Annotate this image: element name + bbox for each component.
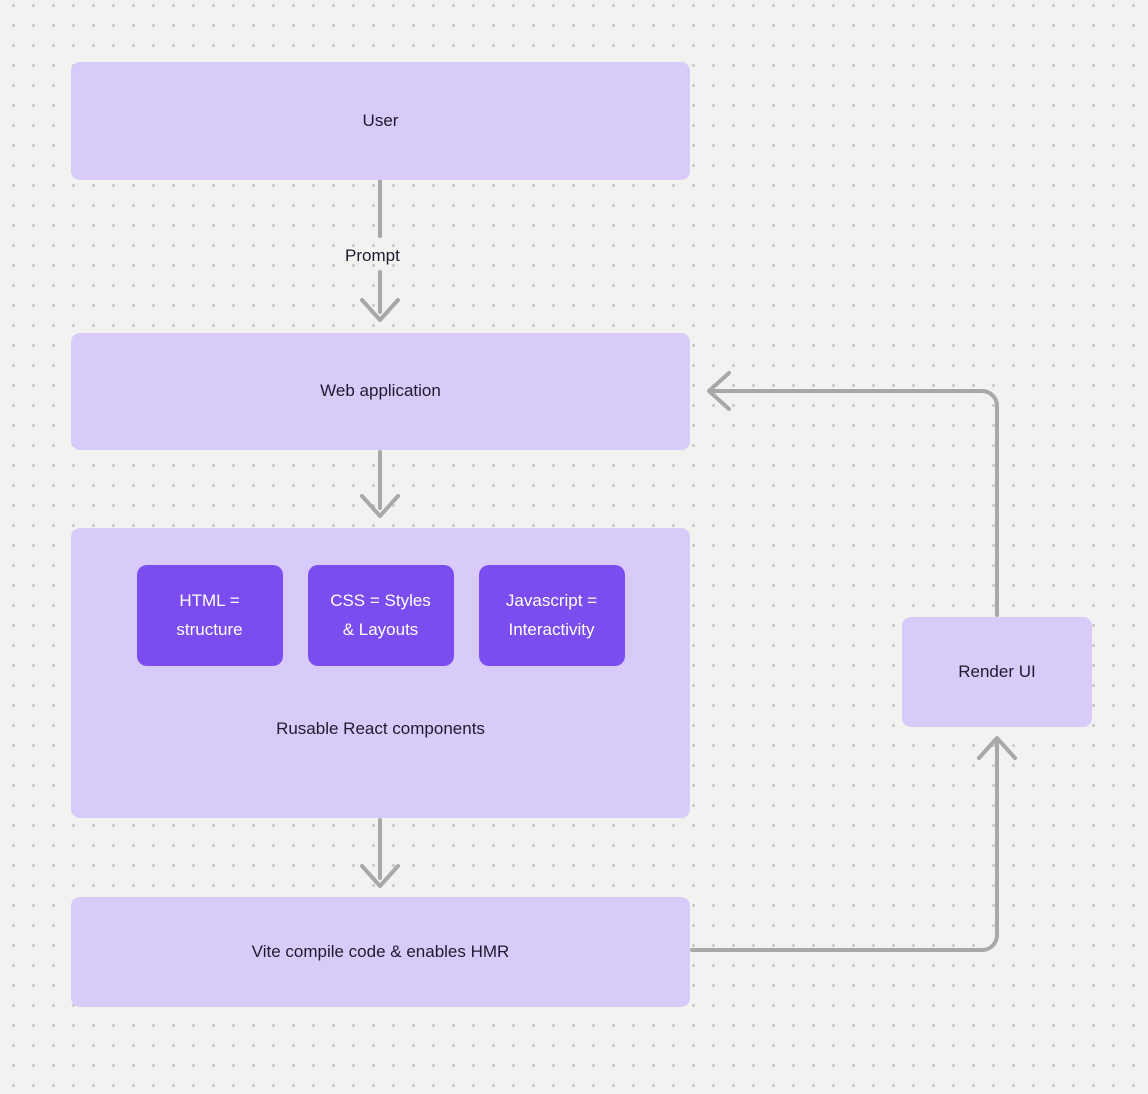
node-web-application-label: Web application <box>320 381 441 401</box>
edge-webapp-to-components <box>360 450 400 518</box>
chip-html-label: HTML = structure <box>176 587 242 645</box>
node-user[interactable]: User <box>71 62 690 180</box>
node-render-ui-label: Render UI <box>958 661 1036 681</box>
chip-css-label: CSS = Styles & Layouts <box>330 587 431 645</box>
chip-javascript[interactable]: Javascript = Interactivity <box>478 565 625 666</box>
chip-html-line2: structure <box>176 619 243 639</box>
node-vite-label: Vite compile code & enables HMR <box>251 941 510 961</box>
node-react-components[interactable]: HTML = structure CSS = Styles & Layouts … <box>71 528 690 818</box>
chip-row: HTML = structure CSS = Styles & Layouts … <box>71 565 690 666</box>
edge-label-prompt: Prompt <box>345 246 400 265</box>
chip-javascript-line1: Javascript = <box>505 590 598 610</box>
chip-css-line1: CSS = Styles <box>330 590 431 610</box>
node-vite[interactable]: Vite compile code & enables HMR <box>71 897 690 1007</box>
edge-render-to-webapp <box>707 371 999 617</box>
chip-css[interactable]: CSS = Styles & Layouts <box>307 565 454 666</box>
chip-html-line1: HTML = <box>179 590 240 610</box>
chip-javascript-line2: Interactivity <box>508 619 595 639</box>
chip-html[interactable]: HTML = structure <box>136 565 283 666</box>
node-web-application[interactable]: Web application <box>71 333 690 450</box>
node-user-label: User <box>362 110 399 130</box>
edge-components-to-vite <box>360 818 400 888</box>
node-react-components-caption: Rusable React components <box>276 719 485 738</box>
edge-vite-to-render <box>690 736 1017 952</box>
chip-css-line2: & Layouts <box>342 619 419 639</box>
chip-javascript-label: Javascript = Interactivity <box>506 587 597 645</box>
node-render-ui[interactable]: Render UI <box>902 617 1092 727</box>
